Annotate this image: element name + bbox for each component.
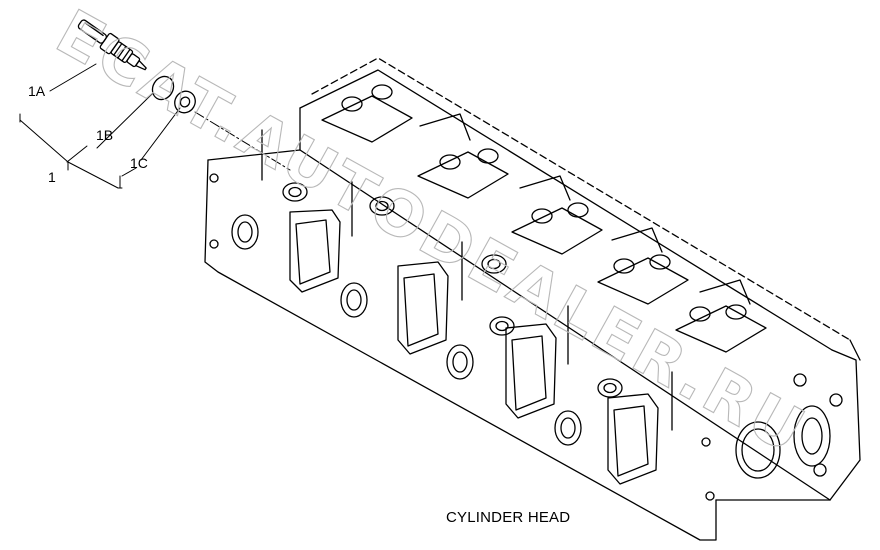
watermark: ECAT.AUTODEALER.RU	[45, 0, 819, 469]
callout-1: 1	[48, 169, 56, 185]
diagram-caption: CYLINDER HEAD	[446, 509, 571, 526]
callout-leaders	[19, 63, 291, 189]
callout-1a: 1A	[28, 83, 46, 99]
o-ring	[151, 75, 175, 101]
cylinder-head-body	[204, 57, 861, 541]
injector	[77, 19, 147, 71]
callout-1b: 1B	[96, 127, 114, 143]
washer	[174, 90, 196, 114]
callout-1c: 1C	[130, 155, 148, 171]
